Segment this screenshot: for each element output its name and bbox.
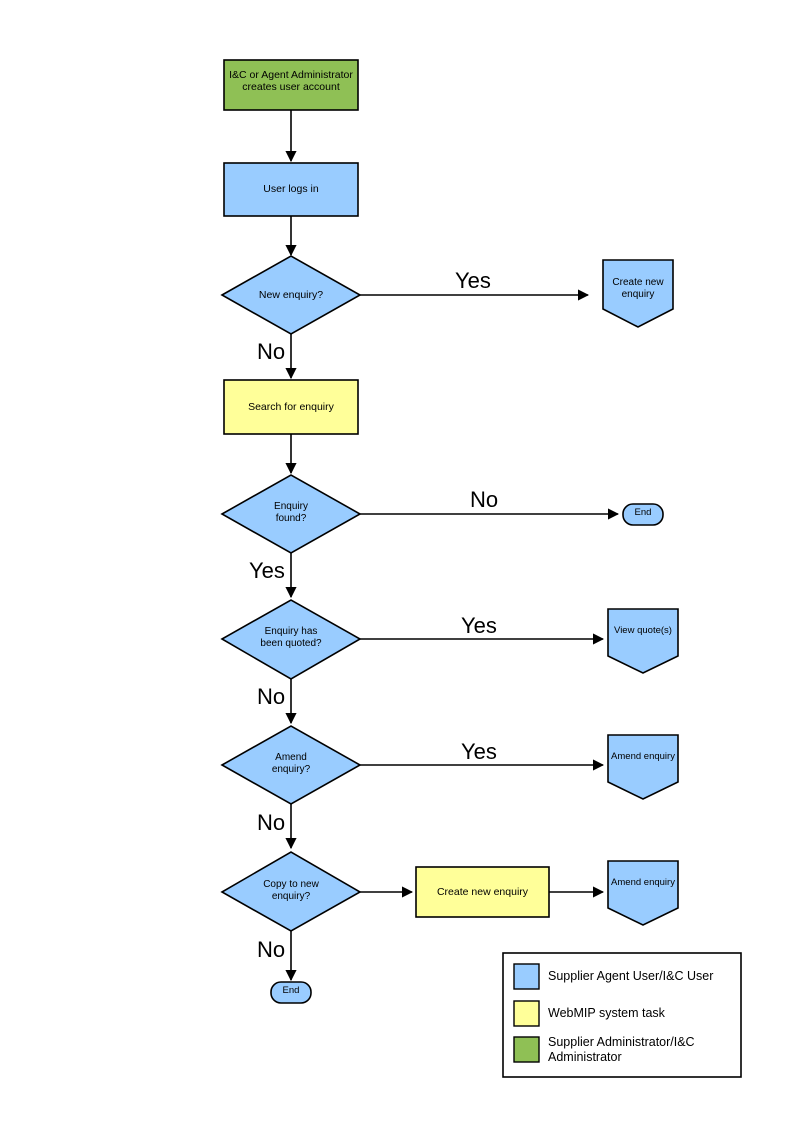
legend-label-admin: Supplier Administrator/I&C Administrator [548,1035,695,1064]
legend-label-user: Supplier Agent User/I&C User [548,969,714,983]
node-end-terminator-bottom[interactable] [270,981,312,1004]
node-copy-to-new-enquiry-decision[interactable] [220,851,362,932]
connector-group [285,110,620,982]
node-new-enquiry-decision[interactable] [220,255,362,335]
edge-label-amend-yes: Yes [461,739,497,764]
node-create-new-enquiry-manual[interactable] [602,259,674,328]
node-view-quotes-manual[interactable] [607,608,679,674]
node-user-logs-in[interactable] [223,162,359,217]
node-create-new-enquiry-system[interactable] [415,866,550,918]
legend-swatch-user [513,963,540,990]
node-enquiry-quoted-decision[interactable] [220,599,362,680]
legend-swatch-system [513,1000,540,1027]
node-enquiry-found-decision[interactable] [220,474,362,554]
edge-label-enquiry-found-yes: Yes [249,558,285,583]
node-amend-enquiry-manual-1[interactable] [607,734,679,800]
node-amend-enquiry-manual-2[interactable] [607,860,679,926]
node-amend-enquiry-decision[interactable] [220,725,362,805]
node-end-terminator-top[interactable] [622,503,664,526]
node-admin-creates-account[interactable] [223,59,359,111]
edge-label-amend-no: No [257,810,286,835]
edge-label-new-enquiry-no: No [257,339,286,364]
edge-label-quoted-no: No [257,684,286,709]
legend-swatch-admin [513,1036,540,1063]
edge-label-copy-no: No [257,937,286,962]
legend-label-system: WebMIP system task [548,1006,665,1020]
edge-label-enquiry-found-no: No [470,487,499,512]
legend-box [502,952,742,1078]
node-search-for-enquiry[interactable] [223,379,359,435]
edge-label-new-enquiry-yes: Yes [455,268,491,293]
edge-label-quoted-yes: Yes [461,613,497,638]
